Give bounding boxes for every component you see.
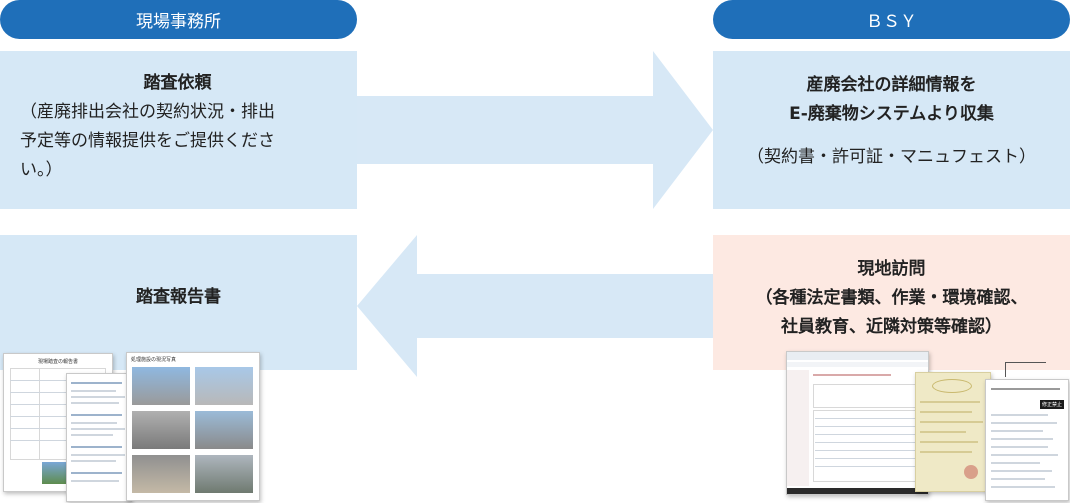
step-site-visit: 現地訪問 （各種法定書類、作業・環境確認、 社員教育、近隣対策等確認） (713, 235, 1070, 370)
step-survey-request: 踏査依頼 （産廃排出会社の契約状況・排出 予定等の情報提供をご提供くださ い。） (0, 51, 357, 209)
arrow-right (357, 51, 713, 209)
header-site-office-label: 現場事務所 (136, 12, 221, 32)
survey-report-title: 踏査報告書 (136, 287, 221, 307)
survey-request-line-2: 予定等の情報提供をご提供くださ (20, 131, 275, 151)
survey-request-line-1: （産廃排出会社の契約状況・排出 (20, 102, 275, 122)
collect-info-line-1: 産廃会社の詳細情報を (806, 75, 977, 95)
survey-request-line-3: い。） (20, 160, 63, 180)
site-visit-line-1: 現地訪問 (857, 259, 926, 279)
header-bsy-label: ＢＳＹ (866, 12, 917, 32)
survey-request-title: 踏査依頼 (143, 73, 212, 93)
facility-photo-thumbnail: 処理施設の現況写真 (126, 352, 260, 501)
manifest-stamp: 修正禁止 (1039, 400, 1064, 409)
step-survey-report: 踏査報告書 (0, 235, 357, 370)
waste-system-screenshot (786, 351, 929, 495)
header-bsy: ＢＳＹ (713, 0, 1070, 39)
collect-info-sub: （契約書・許可証・マニュフェスト） (747, 147, 1036, 167)
callout-line (1005, 362, 1046, 377)
report-page-thumbnail (66, 373, 132, 502)
collect-info-line-2: E-廃棄物システムより収集 (789, 104, 994, 124)
manifest-document-thumbnail: 修正禁止 (985, 379, 1069, 501)
facility-photo-title: 処理施設の現況写真 (131, 357, 177, 363)
site-visit-line-2: （各種法定書類、作業・環境確認、 (755, 288, 1028, 308)
header-site-office: 現場事務所 (0, 0, 357, 39)
site-visit-line-3: 社員教育、近隣対策等確認） (781, 317, 1002, 337)
permit-document-thumbnail (915, 372, 991, 492)
arrow-left (357, 235, 713, 377)
step-collect-info: 産廃会社の詳細情報を E-廃棄物システムより収集 （契約書・許可証・マニュフェス… (713, 51, 1070, 209)
report-form-title: 現場踏査の報告書 (37, 359, 78, 365)
